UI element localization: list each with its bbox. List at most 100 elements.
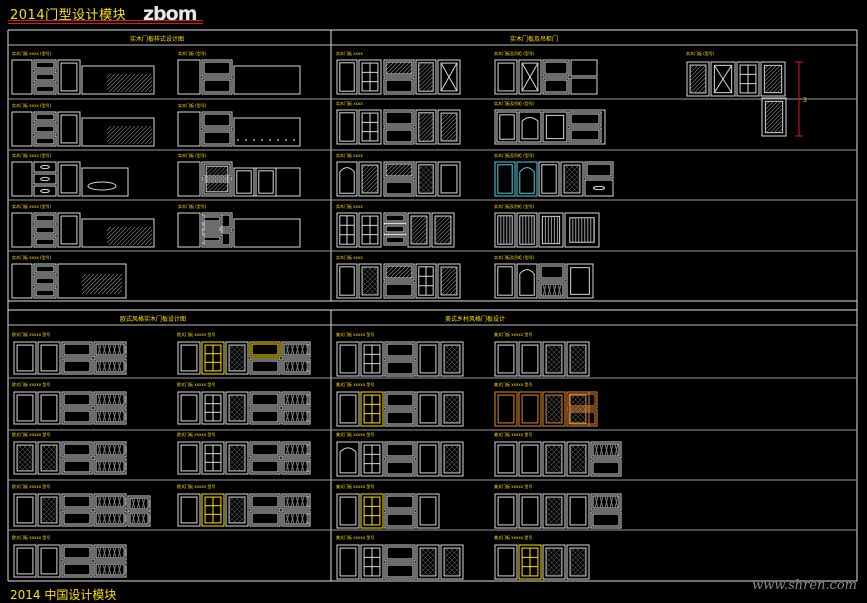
drawer-front <box>93 441 127 458</box>
door-panel <box>497 344 515 374</box>
lattice-pattern <box>16 444 34 472</box>
lattice-line <box>112 495 117 508</box>
hatch-pattern <box>689 64 707 94</box>
drawer-panel <box>251 360 279 373</box>
row-caption: 实木门板及吊柜 (型号) <box>494 254 535 260</box>
door-panel <box>16 547 34 575</box>
drawer-panel <box>35 137 55 145</box>
drawer-panel <box>63 360 91 373</box>
door-panel <box>16 344 34 372</box>
door-panel <box>519 215 535 245</box>
drawer-front <box>384 441 416 459</box>
cabinet-door <box>201 391 225 425</box>
lattice-line <box>131 497 136 510</box>
lattice-pattern <box>443 394 461 424</box>
cabinet-door <box>415 263 437 299</box>
drawer-front <box>33 71 57 83</box>
drawer-handle <box>592 185 606 191</box>
lattice-line <box>107 495 112 508</box>
drawer-panel <box>63 546 91 559</box>
row-caption: 美式门板 xxxxx 型号 <box>336 331 374 337</box>
row-caption: 欧式门板 xxxxx 型号 <box>177 431 215 437</box>
drawer-front <box>61 441 93 458</box>
row-caption: 美式门板 xxxxx 型号 <box>336 534 374 540</box>
row-caption: 实木门板 xxxx <box>336 203 363 209</box>
drawer-panel <box>385 129 413 143</box>
bottom-partial-title: 2014 中国设计模块 <box>10 588 117 602</box>
row-caption: 美式门板 xxxxx 型号 <box>336 483 374 489</box>
drawer-panel <box>386 546 414 560</box>
drawer-front <box>201 59 233 77</box>
lattice-line <box>300 393 305 406</box>
cabinet-door <box>13 493 37 527</box>
door-panel <box>339 112 355 142</box>
drawer-panel <box>35 238 55 246</box>
drawer-panel <box>385 61 413 75</box>
drawer-front <box>281 441 311 458</box>
lattice-line <box>146 512 151 525</box>
cabinet-door <box>437 263 461 299</box>
base-cabinet <box>233 117 301 147</box>
door-panel <box>418 62 434 92</box>
drawer-panel <box>592 495 620 509</box>
cabinet-door <box>440 391 464 427</box>
cabinet-frame <box>494 109 606 145</box>
lattice-line <box>285 495 290 508</box>
drawer-front <box>249 510 281 527</box>
drawer-panel <box>386 361 414 375</box>
drawer-front <box>93 493 127 510</box>
door-panel <box>258 170 274 194</box>
drawer-front <box>93 510 127 527</box>
cabinet-door <box>494 341 518 377</box>
lattice-line <box>290 512 295 525</box>
lattice-line <box>300 495 305 508</box>
drawer-front <box>584 161 614 179</box>
door-panel <box>339 547 357 577</box>
hatch-pattern <box>361 164 379 194</box>
drawer-front <box>61 458 93 475</box>
drawer-panel <box>385 163 413 177</box>
row-caption: 欧式门板 xxxxx 型号 <box>12 381 50 387</box>
lattice-line <box>97 546 102 559</box>
door-panel <box>545 114 565 140</box>
lattice-pattern <box>228 344 246 372</box>
lattice-line <box>146 497 151 510</box>
row-caption: 实木门板 xxxx (型号) <box>12 203 52 209</box>
cabinet-door <box>360 493 384 529</box>
drawer-front <box>383 179 415 197</box>
drawer-front <box>249 341 281 358</box>
lattice-line <box>112 343 117 356</box>
cabinet-door <box>13 544 37 578</box>
cabinet-door <box>686 61 710 97</box>
lattice-pattern <box>569 394 587 424</box>
drawer-front <box>538 281 566 299</box>
lattice-pattern <box>40 496 58 524</box>
drawer-panel <box>385 181 413 195</box>
door-panel <box>418 164 434 194</box>
lattice-line <box>117 343 122 356</box>
lattice-line <box>122 443 127 456</box>
drawer-front <box>61 341 93 358</box>
cabinet-side <box>11 263 33 299</box>
hatch-pattern <box>106 125 153 145</box>
door-panel <box>569 394 587 424</box>
cabinet-side <box>11 161 33 197</box>
door-panel <box>440 62 458 92</box>
row-caption: 美式门板 xxxxx 型号 <box>494 431 532 437</box>
door-panel <box>228 394 246 422</box>
drawer-front <box>61 510 93 527</box>
base-cabinet <box>233 167 301 197</box>
door-panel <box>497 444 515 474</box>
cabinet-door <box>566 493 590 529</box>
lattice-pattern <box>228 444 246 472</box>
lattice-line <box>112 563 117 576</box>
lattice-line <box>599 443 604 457</box>
drawer-panel <box>385 214 405 222</box>
lattice-pattern <box>545 394 563 424</box>
drawer-panel <box>592 461 620 475</box>
drawer-front <box>249 458 281 475</box>
cabinet-door <box>37 544 61 578</box>
row-caption: 美式门板 xxxxx 型号 <box>336 381 374 387</box>
lattice-line <box>295 410 300 423</box>
lattice-line <box>290 393 295 406</box>
